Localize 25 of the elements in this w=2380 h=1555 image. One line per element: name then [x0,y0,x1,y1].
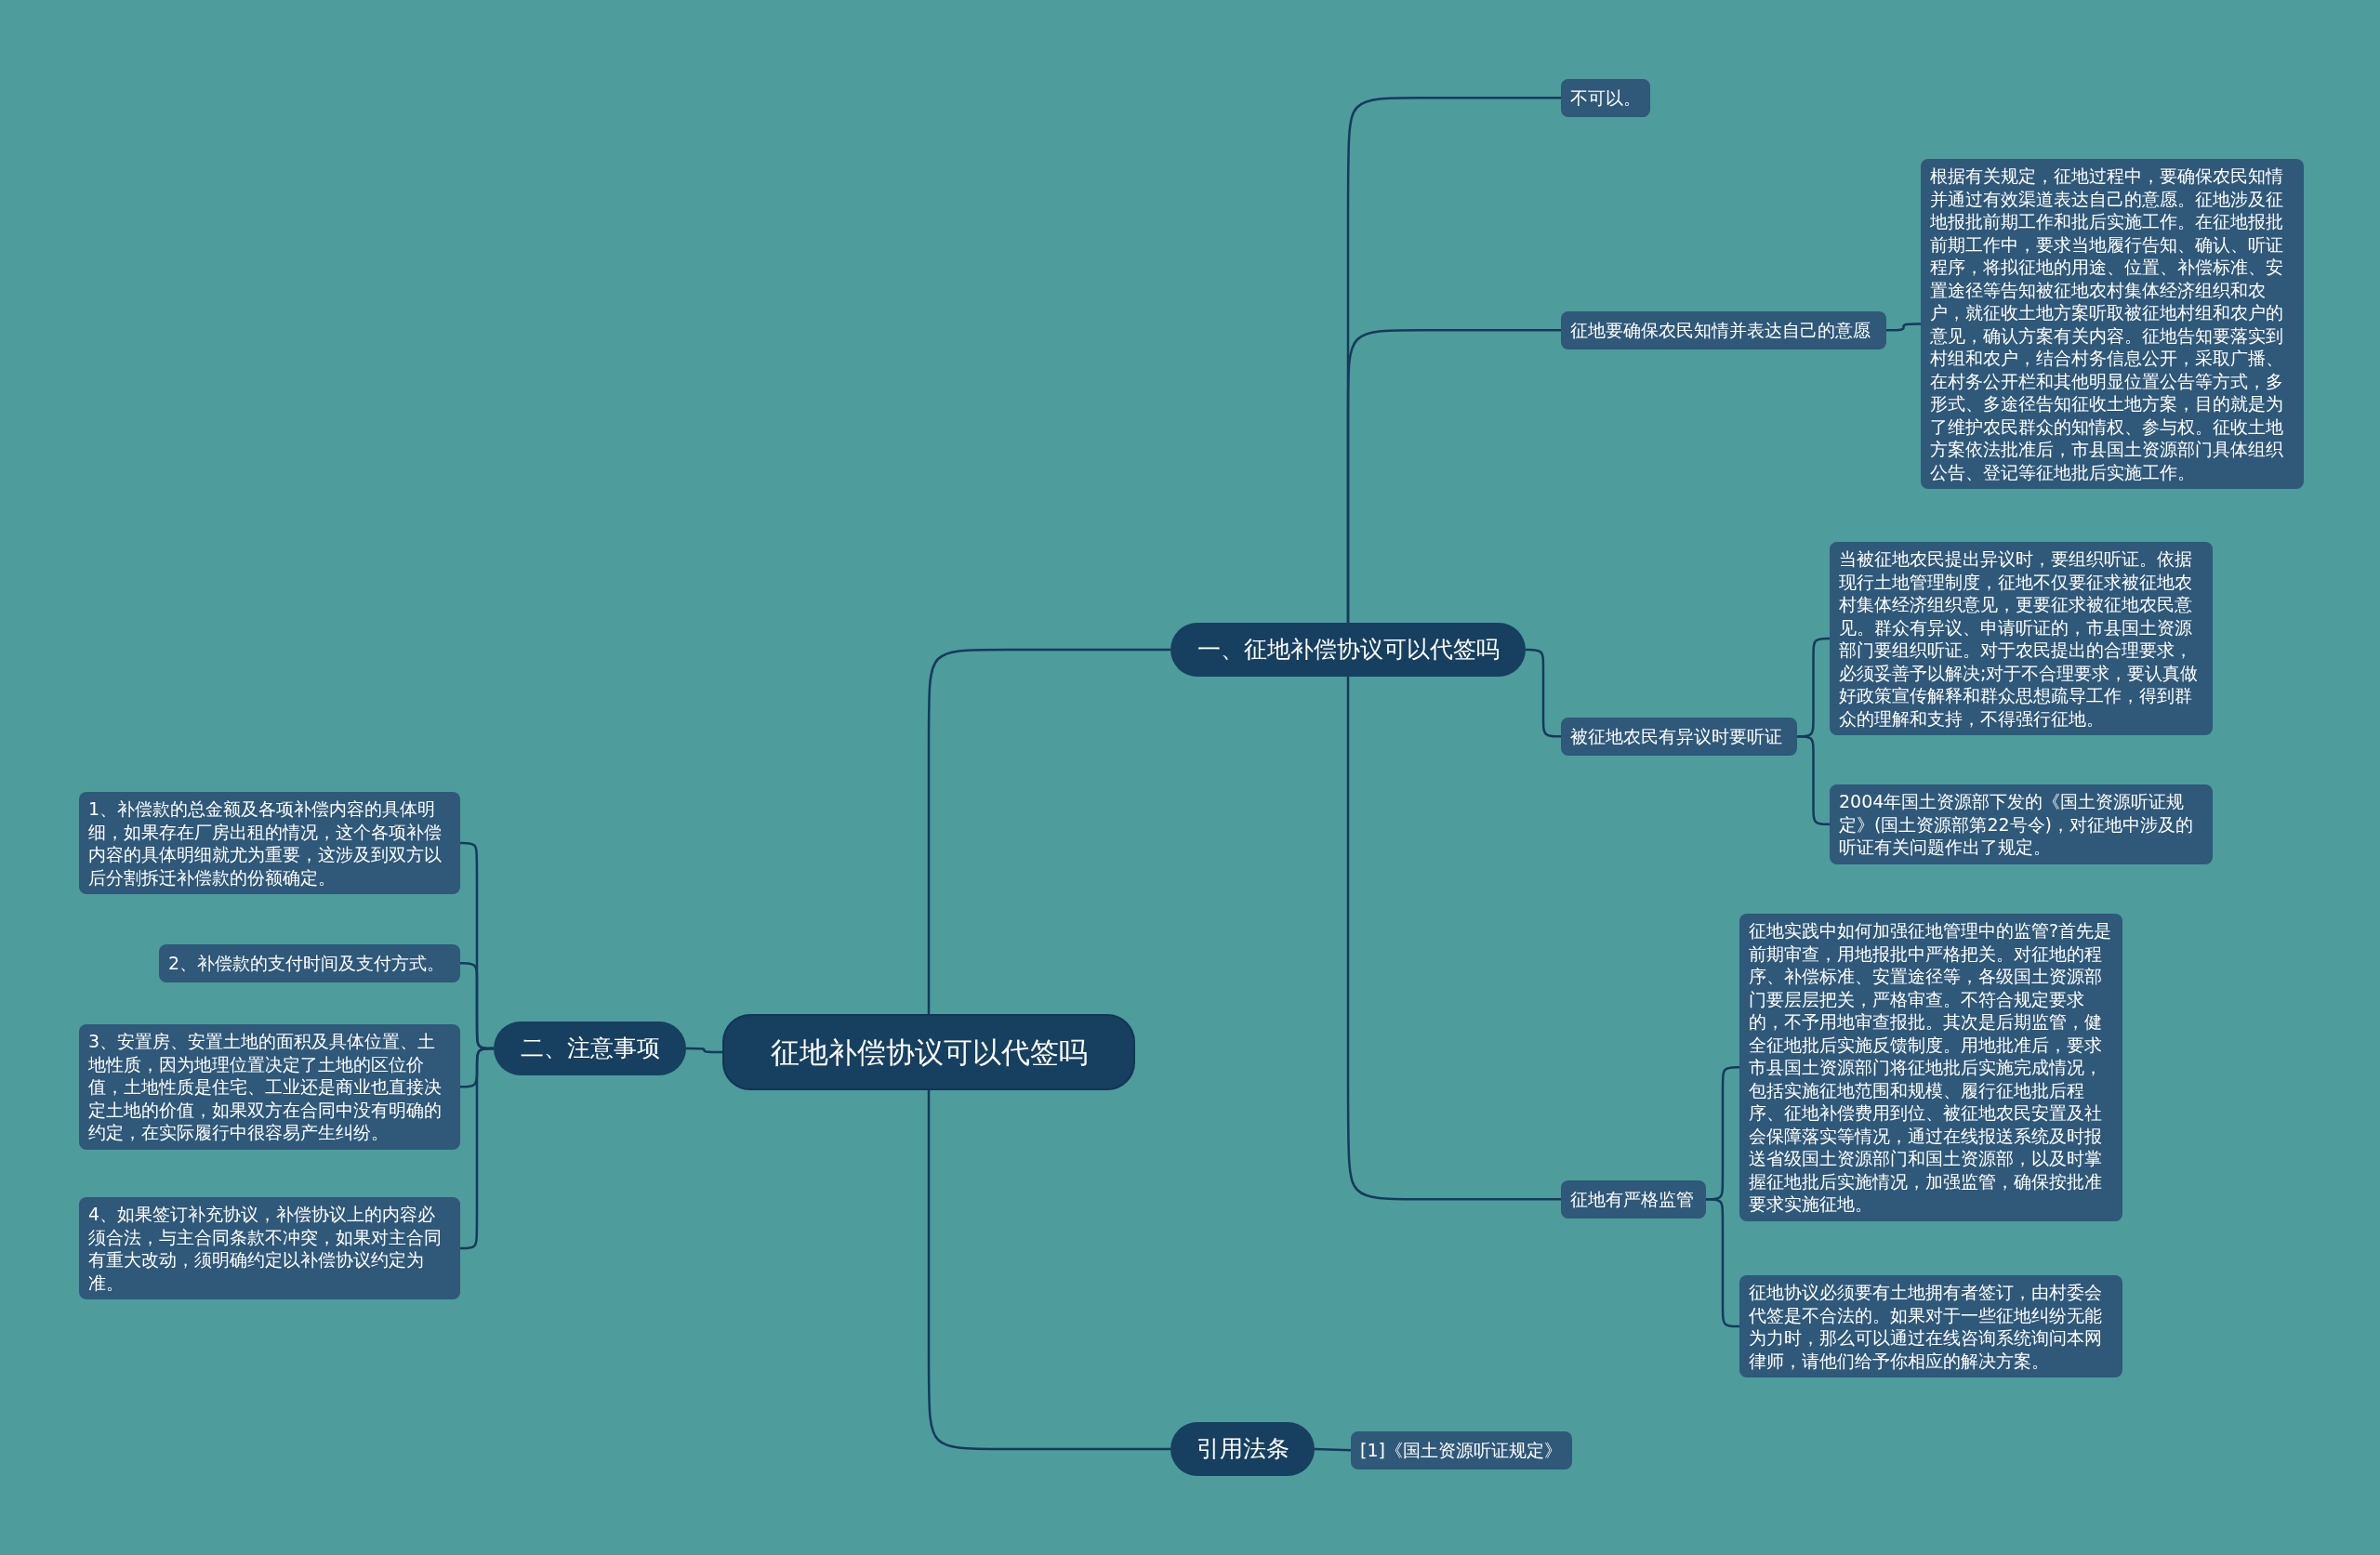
branch-topic: 引用法条 [1170,1422,1315,1476]
connector-line [1886,323,1921,332]
connector-line [927,648,1170,1014]
connector-line [1346,329,1561,623]
note-box: 2、补偿款的支付时间及支付方式。 [159,944,460,982]
subtopic-box: 征地有严格监管 [1561,1180,1706,1219]
note-box: 2004年国土资源部下发的《国土资源听证规定》(国土资源部第22号令)，对征地中涉及的听证有关问题作出了规定。 [1830,784,2213,864]
note-box: 1、补偿款的总金额及各项补偿内容的具体明细，如果存在厂房出租的情况，这个各项补偿内容的具体明细就尤为重要，这涉及到双方以后分割拆迁补偿款的份额确定。 [79,792,460,894]
branch-topic: 二、注意事项 [494,1021,686,1075]
note-box: 征地实践中如何加强征地管理中的监管?首先是前期审查，用地报批中严格把关。对征地的程序、补偿标准、安置途径等，各级国土资源部门要层层把关，严格审查。不符合规定要求的，不予用地审查报批。其次是后期监管，健全征地批后实施反馈制度。用地批准后，要求市县国土资源部门将征地批后实施完成情况，包括实施征地范围和规模、履行征地批后程序、征地补偿费用到位、被征地农民安置及社会保障落实等情况，通过在线报送系统及时报送省级国土资源部门和国土资源部，以及时掌握征地批后实施情况，加强监管，确保按批准要求实施征地。 [1739,914,2122,1221]
note-box: 征地协议必须要有土地拥有者签订，由村委会代签是不合法的。如果对于一些征地纠纷无能为力时，那么可以通过在线咨询系统询问本网律师，请他们给予你相应的解决方案。 [1739,1275,2122,1377]
subtopic-box: 不可以。 [1561,79,1650,117]
reference-box: [1]《国土资源听证规定》 [1351,1431,1572,1469]
subtopic-box: 征地要确保农民知情并表达自己的意愿 [1561,311,1886,349]
branch-topic: 一、征地补偿协议可以代签吗 [1170,623,1526,677]
note-box: 根据有关规定，征地过程中，要确保农民知情并通过有效渠道表达自己的意愿。征地涉及征地报批前期工作和批后实施工作。在征地报批前期工作中，要求当地履行告知、确认、听证程序，将拟征地的用途、位置、补偿标准、安置途径等告知被征地农村集体经济组织和农户，就征收土地方案听取被征地村组和农户的意见，确认方案有关内容。征地告知要落实到村组和农户，结合村务信息公开，采取广播、在村务公开栏和其他明显位置公告等方式，多形式、多途径告知征收土地方案，目的就是为了维护农民群众的知情权、参与权。征收土地方案依法批准后，市县国土资源部门具体组织公告、登记等征地批后实施工作。 [1921,159,2304,489]
connector-line [1314,1447,1352,1452]
connector-line [686,1047,722,1054]
connector-line [1346,677,1561,1201]
subtopic-box: 被征地农民有异议时要听证 [1561,718,1797,756]
note-box: 3、安置房、安置土地的面积及具体位置、土地性质，因为地理位置决定了土地的区位价值，土地性质是住宅、工业还是商业也直接决定土地的价值，如果双方在合同中没有明确的约定，在实际履行中很容易产生纠纷。 [79,1024,460,1150]
note-box: 当被征地农民提出异议时，要组织听证。依据现行土地管理制度，征地不仅要征求被征地农村集体经济组织意见，更要征求被征地农民意见。群众有异议、申请听证的，市县国土资源部门要组织听证。对于农民提出的合理要求，必须妥善予以解决;对于不合理要求，要认真做好政策宣传解释和群众思想疏导工作，得到群众的理解和支持，不得强行征地。 [1830,542,2213,735]
connector-line [927,1090,1170,1451]
central-topic: 征地补偿协议可以代签吗 [722,1014,1135,1090]
note-box: 4、如果签订补充协议，补偿协议上的内容必须合法，与主合同条款不冲突，如果对主合同有重大改动，须明确约定以补偿协议约定为准。 [79,1197,460,1299]
